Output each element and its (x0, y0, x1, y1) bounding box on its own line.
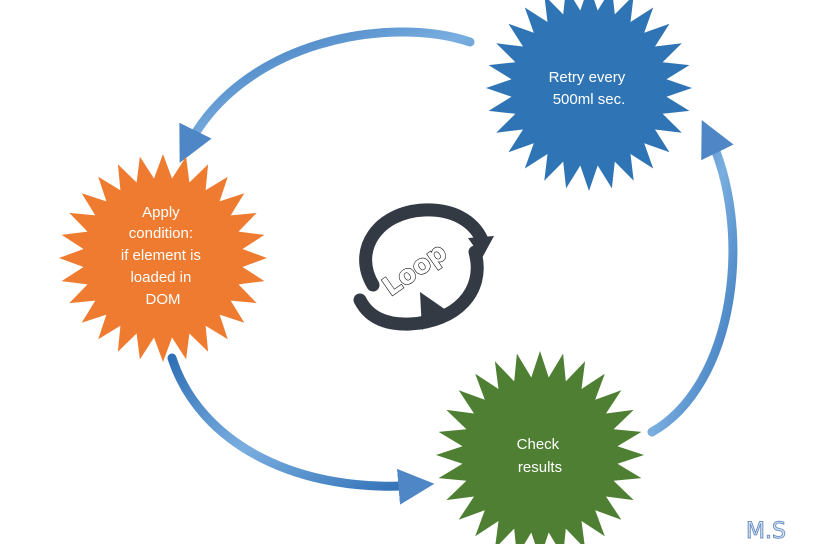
loop-arrowhead-bottom (420, 292, 446, 330)
loop-arrowhead-top (468, 236, 494, 258)
node-retry-label: Retry every 500ml sec. (549, 69, 630, 108)
node-apply-line: condition: (129, 225, 193, 242)
burst-retry-shape (486, 0, 692, 191)
node-check-line: results (518, 459, 562, 476)
loop-arrow-bottom (353, 245, 484, 331)
node-apply-line: DOM (146, 291, 181, 308)
node-apply-line: loaded in (130, 269, 191, 286)
node-retry-line: Retry every (549, 69, 626, 86)
node-apply-line: Apply (142, 204, 180, 221)
burst-check-shape (436, 351, 644, 544)
node-retry: Retry every 500ml sec. (486, 0, 692, 191)
node-apply: Apply condition: if element is loaded in… (59, 154, 267, 362)
burst-apply-shape (59, 154, 267, 362)
node-check-line: Check (517, 436, 560, 453)
arrow-check-to-retry (647, 120, 738, 437)
arrow-apply-to-check (167, 353, 435, 505)
node-apply-line: if element is (121, 247, 201, 264)
node-apply-label: Apply condition: if element is loaded in… (121, 204, 205, 308)
loop-label: Loop (377, 237, 452, 302)
loop-arrow-top (359, 203, 489, 292)
node-retry-line: 500ml sec. (553, 91, 626, 108)
watermark: M.S (746, 519, 786, 544)
node-check: Check results (436, 351, 644, 544)
loop-icon: Loop (353, 203, 494, 331)
node-check-label: Check results (517, 436, 564, 476)
arrow-retry-to-apply (179, 27, 475, 163)
